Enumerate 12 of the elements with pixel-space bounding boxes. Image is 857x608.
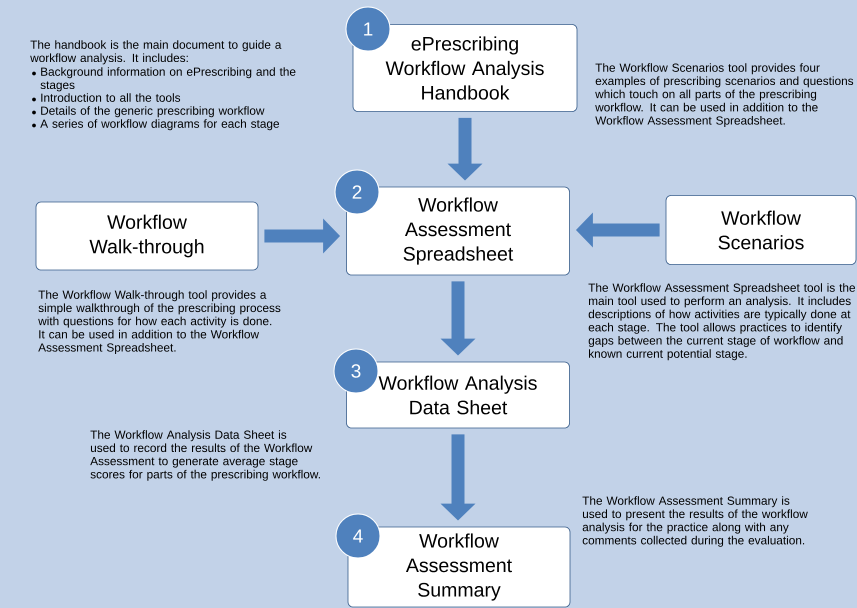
list-item: Introduction to all the tools (41, 93, 180, 102)
list-item: A series of workflow diagrams for each stage (40, 119, 280, 130)
description-text: The Workflow Assessment Summary is used to present the results of the workflow analysis for the practice along with any comments collected during the evaluation. (582, 496, 808, 547)
description-text: The Workflow Assessment Spreadsheet tool is the main tool used to perform an analysis. It includes descriptions of how activities are typically done at each stage. The tool allows practices to identify gaps between the current stage of workflow and known current potential stage. (588, 283, 855, 360)
description-text: The Workflow Scenarios tool provides four examples of prescribing scenarios and questions which touch on all parts of the prescribing workflow. It can be used in addition to the Workflow Assessment Spreadsheet. (595, 63, 854, 127)
process-box: Workflow Scenarios (666, 195, 856, 265)
list-item: Background information on ePrescribing and the stages (40, 67, 296, 92)
description-text: The Workflow Walk-through tool provides a simple walkthrough of the prescribing process with questions for how each activity is done. It can be used in addition to the Workflow Assessment Spreadsheet. (38, 290, 280, 354)
process-box: Workflow Walk-through (36, 202, 258, 270)
description-text: The handbook is the main document to guide a workflow analysis. It includes: (30, 40, 282, 64)
list-item: Details of the generic prescribing workflow (41, 106, 264, 118)
description-text: The Workflow Analysis Data Sheet is used to record the results of the Workflow Assessment to generate average stage scores for parts of the prescribing workflow. (90, 430, 320, 481)
